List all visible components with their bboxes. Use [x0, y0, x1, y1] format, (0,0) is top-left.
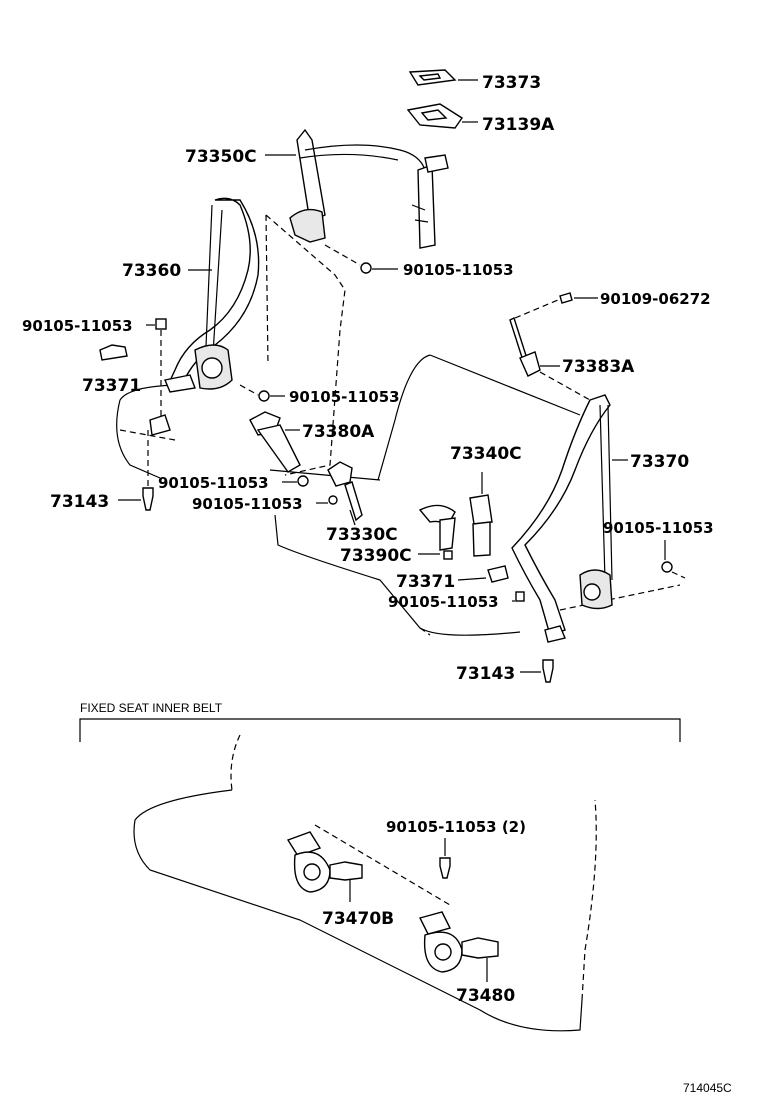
guide-73383a: [509, 317, 591, 401]
bolt-73143-right: [520, 659, 554, 683]
bolt-inner-belt: [439, 838, 451, 879]
label-73143-b: 73143: [456, 664, 515, 684]
label-bolt-90105-e: 90105-11053: [158, 474, 269, 492]
label-bolt-90105-b: 90105-11053: [22, 317, 133, 335]
fixed-seat-inner-belt-section: [79, 718, 681, 1032]
buckle-73340c: [469, 472, 493, 557]
label-73370: 73370: [630, 452, 689, 472]
label-73390c: 73390C: [340, 546, 412, 566]
label-73373: 73373: [482, 73, 541, 93]
label-bolt-90105-g: 90105-11053: [388, 593, 499, 611]
buckle-73470b: [286, 831, 363, 902]
bolt-center-mid: [258, 390, 285, 402]
buckle-73330c: [316, 461, 363, 526]
label-73330c: 73330C: [326, 525, 398, 545]
label-73350c: 73350C: [185, 147, 257, 167]
label-bolt-90105-a: 90105-11053: [403, 261, 514, 279]
label-73371-a: 73371: [82, 376, 141, 396]
label-73480: 73480: [456, 986, 515, 1006]
label-bolt-90105-h: 90105-11053 (2): [386, 818, 526, 836]
label-73340c: 73340C: [450, 444, 522, 464]
label-73360: 73360: [122, 261, 181, 281]
bolt-center-lower: [512, 591, 525, 602]
bracket-73371-center: [457, 565, 509, 583]
buckle-73480: [418, 911, 499, 982]
bracket-73371-left: [99, 344, 128, 361]
label-73470b: 73470B: [322, 909, 394, 929]
bolt-right-lower: [661, 540, 686, 579]
label-bolt-90105-c: 90105-11053: [289, 388, 400, 406]
belt-assembly-73370: [511, 394, 628, 643]
label-73371-b: 73371: [396, 572, 455, 592]
bolt-buckle-left: [282, 475, 309, 487]
belt-assembly-73360: [149, 197, 260, 436]
label-bolt-90109: 90109-06272: [600, 290, 711, 308]
label-bolt-90105-f: 90105-11053: [192, 495, 303, 513]
label-73383a: 73383A: [562, 357, 635, 377]
label-73139a: 73139A: [482, 115, 555, 135]
buckle-73380a: [249, 411, 301, 473]
bolt-73143-left: [118, 430, 154, 511]
section-title: FIXED SEAT INNER BELT: [80, 701, 223, 715]
bracket-cover-73139a: [406, 103, 478, 129]
diagram-code: 714045C: [683, 1081, 732, 1095]
bolt-center-upper: [324, 244, 398, 274]
buckle-73390c: [418, 504, 456, 560]
bolt-right-upper: [514, 292, 598, 319]
bolt-left-upper: [146, 318, 167, 420]
belt-assembly-73350c: [265, 128, 449, 249]
label-bolt-90105-d: 90105-11053: [603, 519, 714, 537]
label-73143-a: 73143: [50, 492, 109, 512]
bracket-cover-73373: [408, 69, 478, 86]
label-73380a: 73380A: [302, 422, 375, 442]
